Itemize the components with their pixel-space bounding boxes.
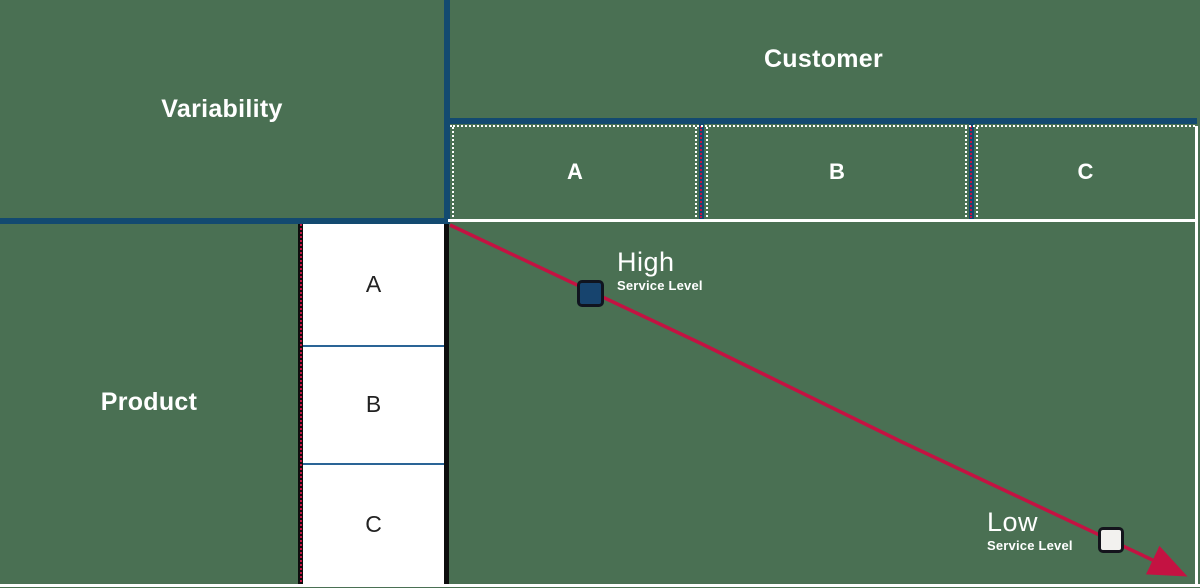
product-label: Product: [100, 387, 198, 416]
customer-row-top-selection-dots: [450, 125, 1195, 127]
product-cell-a[interactable]: A: [303, 224, 444, 344]
product-cell-c-label: C: [365, 510, 382, 537]
customer-label: Customer: [763, 44, 884, 73]
customer-row-left-selection-dots: [452, 127, 454, 217]
high-title: High: [617, 247, 675, 277]
divider-ab-left-selection-dots: [695, 127, 697, 217]
customer-cell-a[interactable]: A: [452, 126, 698, 218]
variability-label: Variability: [161, 94, 283, 123]
customer-header-bottom-divider: [448, 118, 1197, 124]
product-header-cell[interactable]: Product: [0, 224, 298, 580]
low-annotation: Low Service Level: [987, 507, 1073, 554]
variability-header-cell[interactable]: Variability: [0, 0, 444, 218]
customer-cell-b-label: B: [829, 159, 845, 184]
customer-cell-b[interactable]: B: [706, 126, 968, 218]
product-column: [303, 222, 444, 584]
table-bottom-edge-line: [0, 584, 1200, 587]
product-row-divider-1: [303, 345, 444, 347]
low-subtitle: Service Level: [987, 538, 1073, 554]
product-column-left-selection-dots: [300, 224, 302, 582]
divider-ab-right-selection-dots: [706, 127, 708, 217]
high-annotation: High Service Level: [617, 247, 703, 294]
customer-cell-c-label: C: [1077, 159, 1094, 184]
customer-row-bottom-line: [448, 219, 1197, 222]
product-cell-c[interactable]: C: [303, 465, 444, 583]
customer-header-cell[interactable]: Customer: [450, 0, 1197, 118]
variability-bottom-divider: [0, 218, 450, 224]
main-vertical-divider: [444, 0, 450, 224]
product-cell-a-label: A: [365, 270, 382, 297]
divider-bc-right-selection-dots: [976, 127, 978, 217]
low-title: Low: [987, 507, 1039, 537]
low-service-level-marker[interactable]: [1098, 527, 1124, 553]
divider-ab-selection-dots: [700, 126, 702, 218]
product-cell-b[interactable]: B: [303, 347, 444, 462]
customer-cell-a-label: A: [567, 159, 583, 184]
customer-cell-c[interactable]: C: [976, 126, 1195, 218]
product-column-right-edge: [444, 224, 449, 584]
product-cell-b-label: B: [365, 391, 382, 417]
high-subtitle: Service Level: [617, 278, 703, 294]
product-row-divider-2: [303, 463, 444, 465]
divider-bc-selection-dots: [970, 126, 972, 218]
divider-bc-left-selection-dots: [965, 127, 967, 217]
high-service-level-marker[interactable]: [577, 280, 604, 307]
table-right-edge-line: [1195, 126, 1198, 586]
